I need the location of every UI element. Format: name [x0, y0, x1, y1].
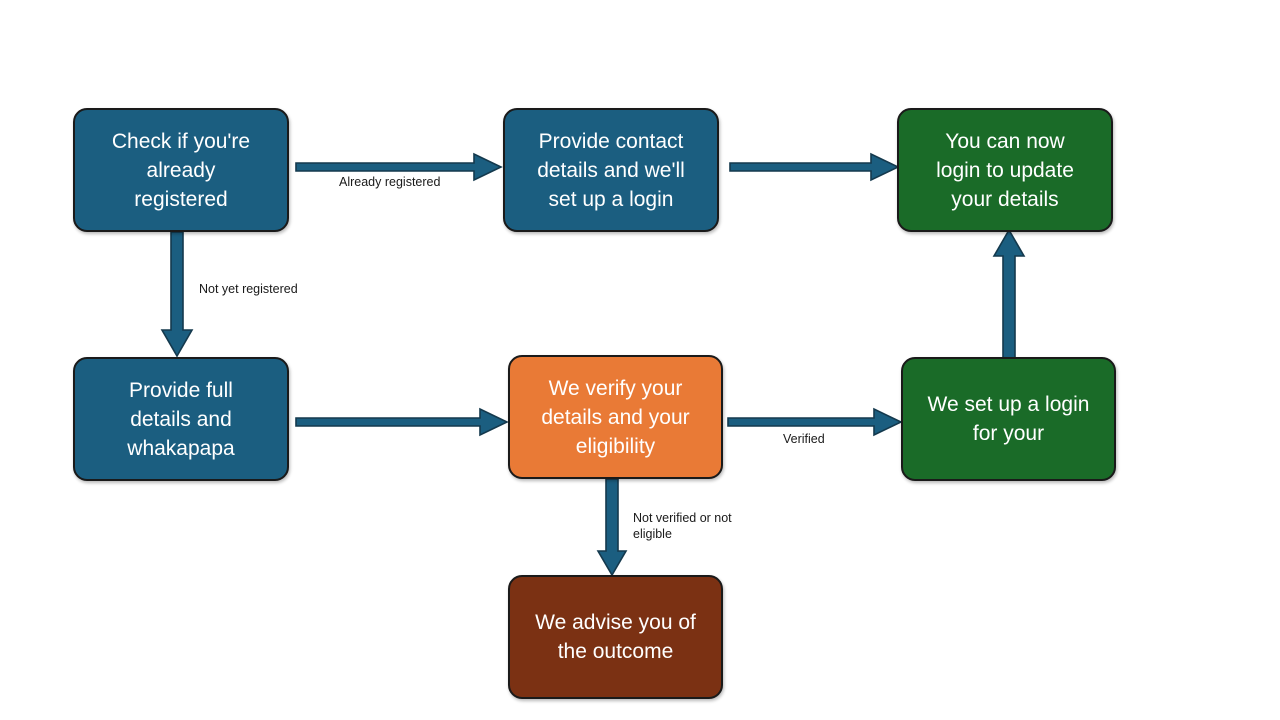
node-provide-full-details[interactable]: Provide full details and whakapapa: [73, 357, 289, 481]
edge-label-already-registered: Already registered: [339, 175, 441, 189]
arrow-full-details-to-verify: [295, 407, 509, 437]
node-login-update-details[interactable]: You can now login to update your details: [897, 108, 1113, 232]
arrow-setup-to-login-update: [992, 228, 1026, 360]
node-provide-contact-details[interactable]: Provide contact details and we'll set up…: [503, 108, 719, 232]
node-check-registered[interactable]: Check if you're already registered: [73, 108, 289, 232]
node-advise-outcome[interactable]: We advise you of the outcome: [508, 575, 723, 699]
edge-label-not-verified: Not verified or not eligible: [633, 511, 732, 541]
arrow-already-registered: [295, 152, 503, 182]
edge-label-not-yet-registered: Not yet registered: [199, 282, 298, 296]
arrow-verified: [727, 407, 903, 437]
edge-label-verified: Verified: [783, 432, 825, 446]
arrow-not-yet-registered: [160, 231, 194, 358]
node-set-up-login[interactable]: We set up a login for your: [901, 357, 1116, 481]
arrow-contact-to-login: [729, 152, 900, 182]
node-verify-details[interactable]: We verify your details and your eligibil…: [508, 355, 723, 479]
arrow-not-verified: [596, 478, 628, 577]
